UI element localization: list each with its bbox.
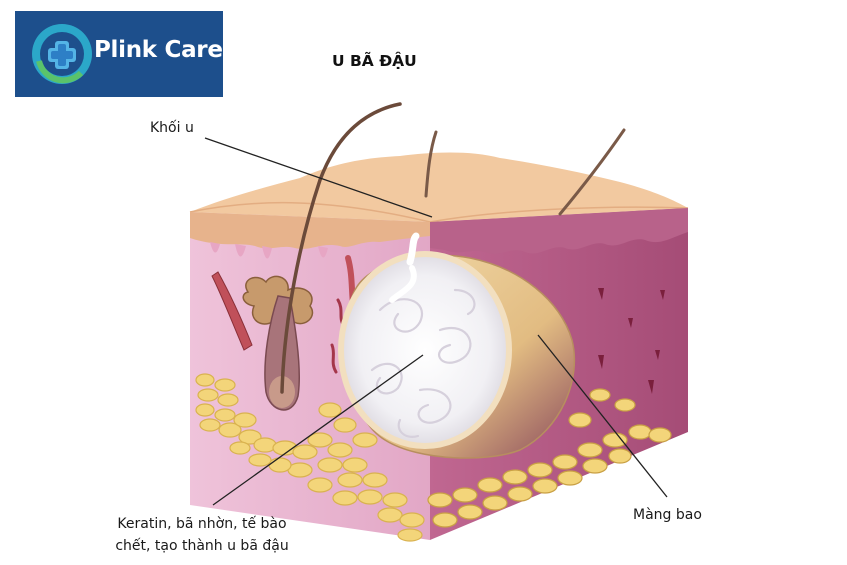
leader-keratin	[212, 354, 424, 506]
arrector-muscle	[211, 271, 253, 351]
label-keratin-line2: chết, tạo thành u bã đậu	[115, 538, 289, 554]
fat-layer	[195, 373, 425, 542]
brand-name: Plink Care	[94, 37, 223, 63]
brand-logo: Plink Care	[15, 11, 223, 97]
label-keratin-line1: Keratin, bã nhờn, tế bào	[117, 516, 287, 532]
page-title: U BÃ ĐẬU	[332, 52, 417, 70]
leader-khoi-u	[204, 137, 433, 218]
label-khoi-u: Khối u	[150, 120, 194, 136]
cyst-core	[338, 251, 512, 449]
label-keratin: Keratin, bã nhờn, tế bào chết, tạo thành…	[108, 513, 296, 557]
label-mang-bao: Màng bao	[633, 507, 702, 523]
epidermis-top	[190, 152, 688, 222]
leader-mang-bao	[537, 334, 668, 498]
medical-cross-circle-icon	[32, 24, 92, 84]
hair-shaft	[280, 102, 402, 394]
